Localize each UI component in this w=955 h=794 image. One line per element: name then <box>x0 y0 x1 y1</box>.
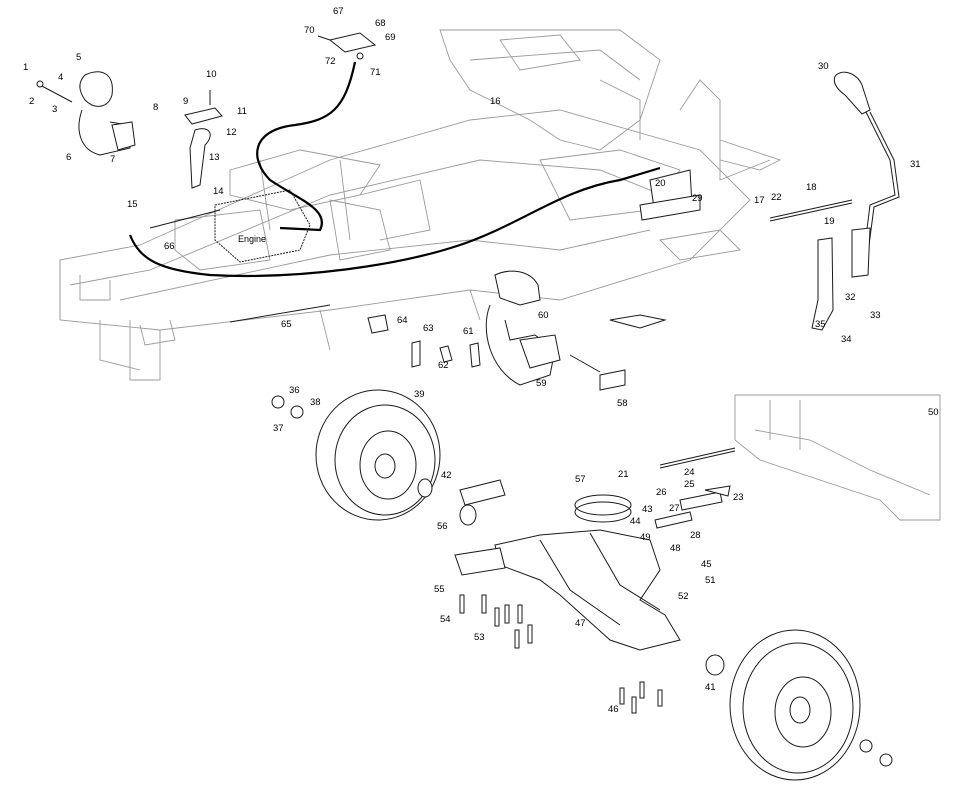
callout-67: 67 <box>333 6 344 17</box>
callout-62: 62 <box>438 360 449 371</box>
callout-38: 38 <box>310 397 321 408</box>
callout-11: 11 <box>237 106 247 117</box>
callout-45: 45 <box>701 559 712 570</box>
callout-8: 8 <box>153 102 158 113</box>
callout-63: 63 <box>423 323 434 334</box>
callout-42: 42 <box>441 470 452 481</box>
callout-64: 64 <box>397 315 408 326</box>
callout-70: 70 <box>304 25 315 36</box>
callout-39: 39 <box>414 389 425 400</box>
callout-12: 12 <box>226 127 237 138</box>
callout-25: 25 <box>684 479 695 490</box>
callout-2: 2 <box>29 96 34 107</box>
callout-26: 26 <box>656 487 667 498</box>
cable-clamp-assembly <box>317 32 377 60</box>
callout-labels: 1 2 3 4 5 6 7 8 9 10 11 12 13 14 15 16 1… <box>23 6 939 715</box>
callout-3: 3 <box>52 104 57 115</box>
callout-28: 28 <box>690 530 701 541</box>
callout-34: 34 <box>841 334 852 345</box>
callout-16: 16 <box>490 96 501 107</box>
callout-21: 21 <box>618 469 629 480</box>
callout-53: 53 <box>474 632 485 643</box>
callout-14: 14 <box>213 186 224 197</box>
callout-58: 58 <box>617 398 628 409</box>
callout-18: 18 <box>806 182 817 193</box>
callout-31: 31 <box>910 159 921 170</box>
callout-46: 46 <box>608 704 619 715</box>
callout-48: 48 <box>670 543 681 554</box>
callout-71: 71 <box>370 67 381 78</box>
pedal-bracket-upper <box>184 90 223 189</box>
callout-56: 56 <box>437 521 448 532</box>
rear-bracket <box>639 169 701 221</box>
callout-30: 30 <box>818 61 829 72</box>
callout-37: 37 <box>273 423 284 434</box>
callout-50: 50 <box>928 407 939 418</box>
callout-6: 6 <box>66 152 71 163</box>
callout-13: 13 <box>209 152 220 163</box>
callout-68: 68 <box>375 18 386 29</box>
callout-10: 10 <box>206 69 217 80</box>
callout-27: 27 <box>669 503 680 514</box>
right-rear-wheel <box>705 629 893 781</box>
engine-block: Engine <box>214 189 311 263</box>
callout-35: 35 <box>815 319 826 330</box>
callout-41: 41 <box>705 682 716 693</box>
callout-60: 60 <box>538 310 549 321</box>
callout-23: 23 <box>733 492 744 503</box>
callout-17: 17 <box>754 195 765 206</box>
callout-66: 66 <box>164 241 175 252</box>
callout-24: 24 <box>684 467 695 478</box>
throttle-cables <box>128 61 661 278</box>
callout-22: 22 <box>771 192 782 203</box>
callout-61: 61 <box>463 326 474 337</box>
callout-44: 44 <box>630 516 641 527</box>
callout-47: 47 <box>575 618 586 629</box>
callout-32: 32 <box>845 292 856 303</box>
left-lever-assembly <box>36 71 136 156</box>
callout-5: 5 <box>76 52 81 63</box>
callout-43: 43 <box>642 504 653 515</box>
callout-65: 65 <box>281 319 292 330</box>
callout-49: 49 <box>640 532 651 543</box>
callout-57: 57 <box>575 474 586 485</box>
callout-36: 36 <box>289 385 300 396</box>
callout-33: 33 <box>870 310 881 321</box>
transaxle <box>454 447 736 651</box>
callout-7: 7 <box>110 154 115 165</box>
brake-pedal-assembly <box>229 270 667 391</box>
callout-51: 51 <box>705 575 716 586</box>
callout-15: 15 <box>127 199 138 210</box>
rear-frame-section <box>734 394 941 521</box>
callout-54: 54 <box>440 614 451 625</box>
callout-19: 19 <box>824 216 835 227</box>
left-rear-wheel <box>271 389 477 526</box>
callout-9: 9 <box>183 96 188 107</box>
callout-69: 69 <box>385 32 396 43</box>
shift-lever-assembly <box>769 71 900 331</box>
callout-59: 59 <box>536 378 547 389</box>
callout-29: 29 <box>692 193 703 204</box>
callout-4: 4 <box>58 72 63 83</box>
engine-label: Engine <box>238 234 266 244</box>
callout-1: 1 <box>23 62 28 73</box>
callout-55: 55 <box>434 584 445 595</box>
callout-52: 52 <box>678 591 689 602</box>
fastener-set <box>459 594 663 714</box>
callout-20: 20 <box>655 178 666 189</box>
callout-72: 72 <box>325 56 336 67</box>
